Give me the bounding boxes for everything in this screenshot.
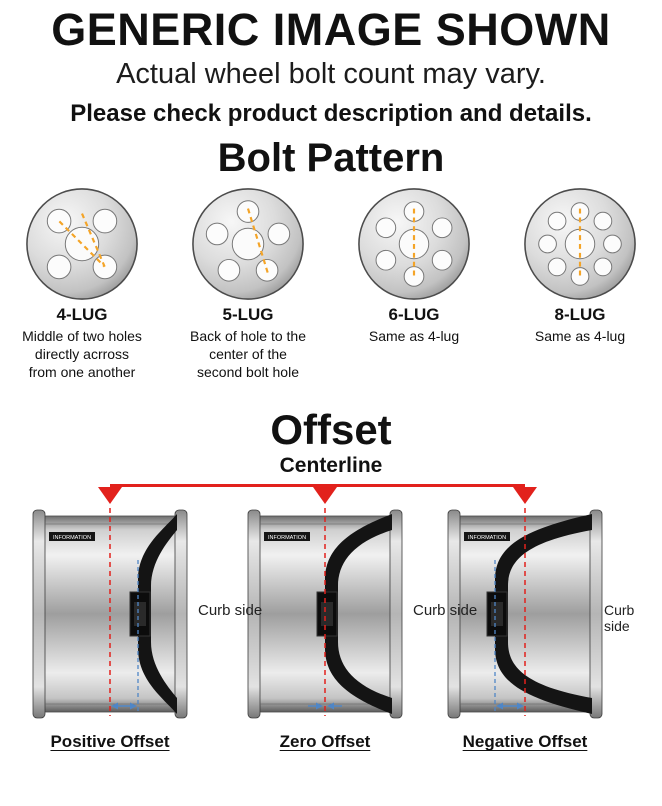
wheel-negative-offset-diagram: INFORMATION (440, 508, 610, 720)
bolt-pattern-8lug: 8-LUG Same as 4-lug (504, 185, 656, 398)
hub-bore (134, 602, 146, 627)
wheel-5lug-diagram (192, 188, 304, 301)
measurement-dash-line (81, 213, 106, 268)
page-title: GENERIC IMAGE SHOWN (51, 4, 611, 55)
offset-distance-arrow (496, 702, 524, 710)
positive-offset-label: Positive Offset (50, 732, 170, 752)
bolt-pattern-6lug: 6-LUG Same as 4-lug (338, 185, 490, 398)
lug-description: Back of hole to the center of the second… (190, 328, 306, 381)
zero-offset-label: Zero Offset (279, 732, 371, 752)
rim-sticker (264, 532, 310, 542)
wheel-positive-offset-diagram: INFORMATION (25, 508, 195, 720)
spoke-face (138, 514, 177, 715)
wheel-zero-offset-diagram: INFORMATION (240, 508, 410, 720)
spoke-face (325, 514, 392, 715)
wheel-cross-section: INFORMATION (32, 508, 188, 719)
lug-description: Same as 4-lug (368, 328, 460, 345)
negative-offset-label: Negative Offset (462, 732, 588, 752)
rim-sticker (464, 532, 510, 542)
measurement-dash-line (58, 220, 106, 268)
lug-label: 5-LUG (222, 305, 274, 325)
rim-flange-right (389, 509, 403, 719)
lug-holes (205, 200, 291, 282)
rim-flange-right (174, 509, 188, 719)
lug-label: 4-LUG (56, 305, 108, 325)
subtitle: Actual wheel bolt count may vary. (116, 58, 546, 91)
bolt-pattern-4lug: 4-LUG Middle of two holes directly acrro… (6, 185, 158, 398)
rim-sticker-text: INFORMATION (53, 535, 91, 541)
hub-bore (491, 602, 503, 627)
lug-holes (46, 209, 118, 280)
offset-distance-arrow (308, 702, 342, 710)
measurement-dash-line (246, 208, 269, 274)
lug-description: Middle of two holes directly acrross fro… (22, 328, 142, 381)
lug-label: 6-LUG (388, 305, 440, 325)
rim-flange-right (589, 509, 603, 719)
bolt-pattern-row: 4-LUG Middle of two holes directly acrro… (0, 185, 662, 398)
lug-description: Same as 4-lug (534, 328, 626, 345)
centerline-arrow (98, 487, 122, 505)
wheel-cross-section: INFORMATION (247, 508, 403, 719)
rim-flange-left (247, 509, 261, 719)
centerline-arrow (313, 487, 337, 505)
curb-side-label: Curb side (413, 602, 478, 620)
lug-holes (538, 202, 622, 287)
note-text: Please check product description and det… (70, 100, 592, 128)
offset-heading: Offset (270, 406, 392, 454)
hub-bore (321, 602, 333, 627)
rim-flange-left (447, 509, 461, 719)
wheel-8lug-diagram (524, 188, 636, 301)
rim-sticker-text: INFORMATION (468, 535, 506, 541)
curb-side-label: Curb side (604, 602, 635, 635)
wheel-cross-section: INFORMATION (447, 508, 603, 719)
centerline-label: Centerline (279, 454, 383, 478)
rim-sticker (49, 532, 95, 542)
rim-sticker-text: INFORMATION (268, 535, 306, 541)
offset-diagram-stage: Centerline INFORMATION (0, 454, 662, 772)
rim-flange-left (32, 509, 46, 719)
lug-label: 8-LUG (554, 305, 606, 325)
centerline-arrow (513, 487, 537, 505)
wheel-4lug-diagram (26, 188, 138, 301)
centerline-pointer-line (110, 484, 525, 488)
curb-side-label: Curb side (198, 602, 263, 620)
bolt-pattern-heading: Bolt Pattern (217, 136, 445, 181)
offset-distance-arrow (111, 702, 137, 710)
bolt-pattern-5lug: 5-LUG Back of hole to the center of the … (172, 185, 324, 398)
wheel-6lug-diagram (358, 188, 470, 301)
